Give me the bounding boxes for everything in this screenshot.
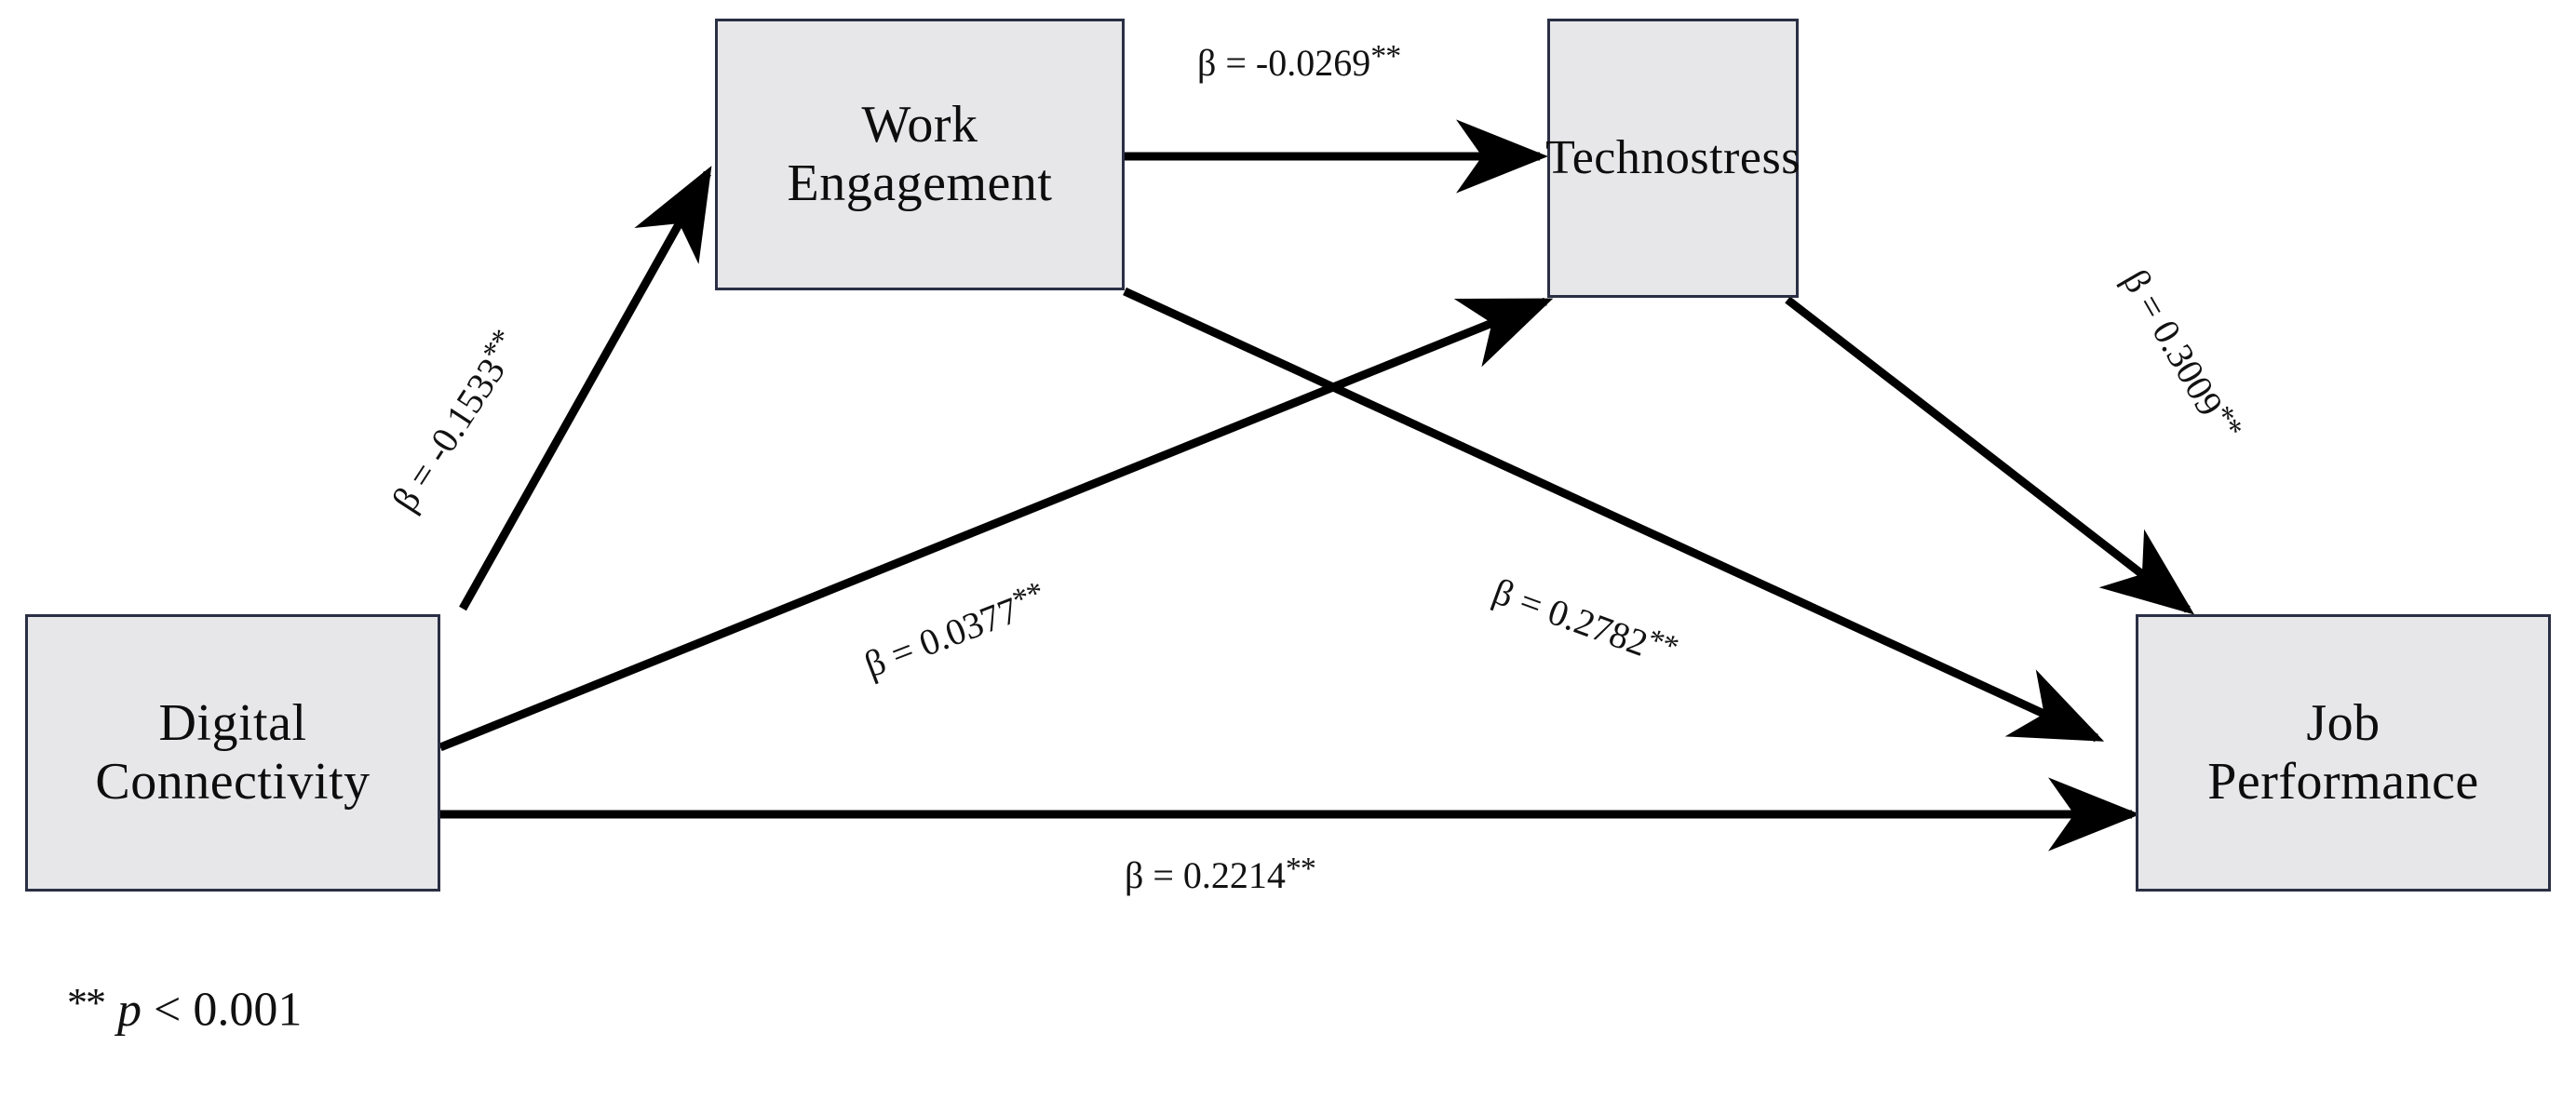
edge-we-to-jp: [1123, 287, 2105, 743]
node-technostress[interactable]: Technostress: [1545, 19, 1801, 298]
node-job-performance-label: Job Performance: [2207, 694, 2479, 811]
node-digital-connectivity-label: Digital Connectivity: [95, 694, 371, 811]
significance-footnote-stars: **: [67, 980, 106, 1026]
node-technostress-label: Technostress: [1545, 130, 1801, 184]
significance-footnote-p-symbol: p: [117, 983, 142, 1037]
node-work-engagement-label: Work Engagement: [787, 96, 1053, 212]
edge-dc-to-ts: [438, 297, 1554, 752]
edge-label-we-to-ts-stars: **: [1370, 39, 1401, 74]
edge-dc-to-we: [459, 166, 712, 611]
significance-footnote-text: < 0.001: [142, 983, 303, 1037]
edge-ts-to-jp: [1785, 296, 2195, 615]
edge-label-dc-to-jp-stars: **: [1285, 852, 1316, 886]
edge-label-dc-to-jp-value: β = 0.2214: [1125, 854, 1286, 897]
edge-label-we-to-ts: β = -0.0269**: [1197, 39, 1401, 85]
node-job-performance[interactable]: Job Performance: [2136, 614, 2551, 892]
edge-label-dc-to-jp: β = 0.2214**: [1125, 852, 1316, 897]
edge-label-we-to-ts-value: β = -0.0269: [1197, 42, 1371, 85]
significance-footnote: **p < 0.001: [67, 979, 302, 1038]
node-work-engagement[interactable]: Work Engagement: [715, 19, 1125, 290]
node-digital-connectivity[interactable]: Digital Connectivity: [25, 614, 440, 892]
